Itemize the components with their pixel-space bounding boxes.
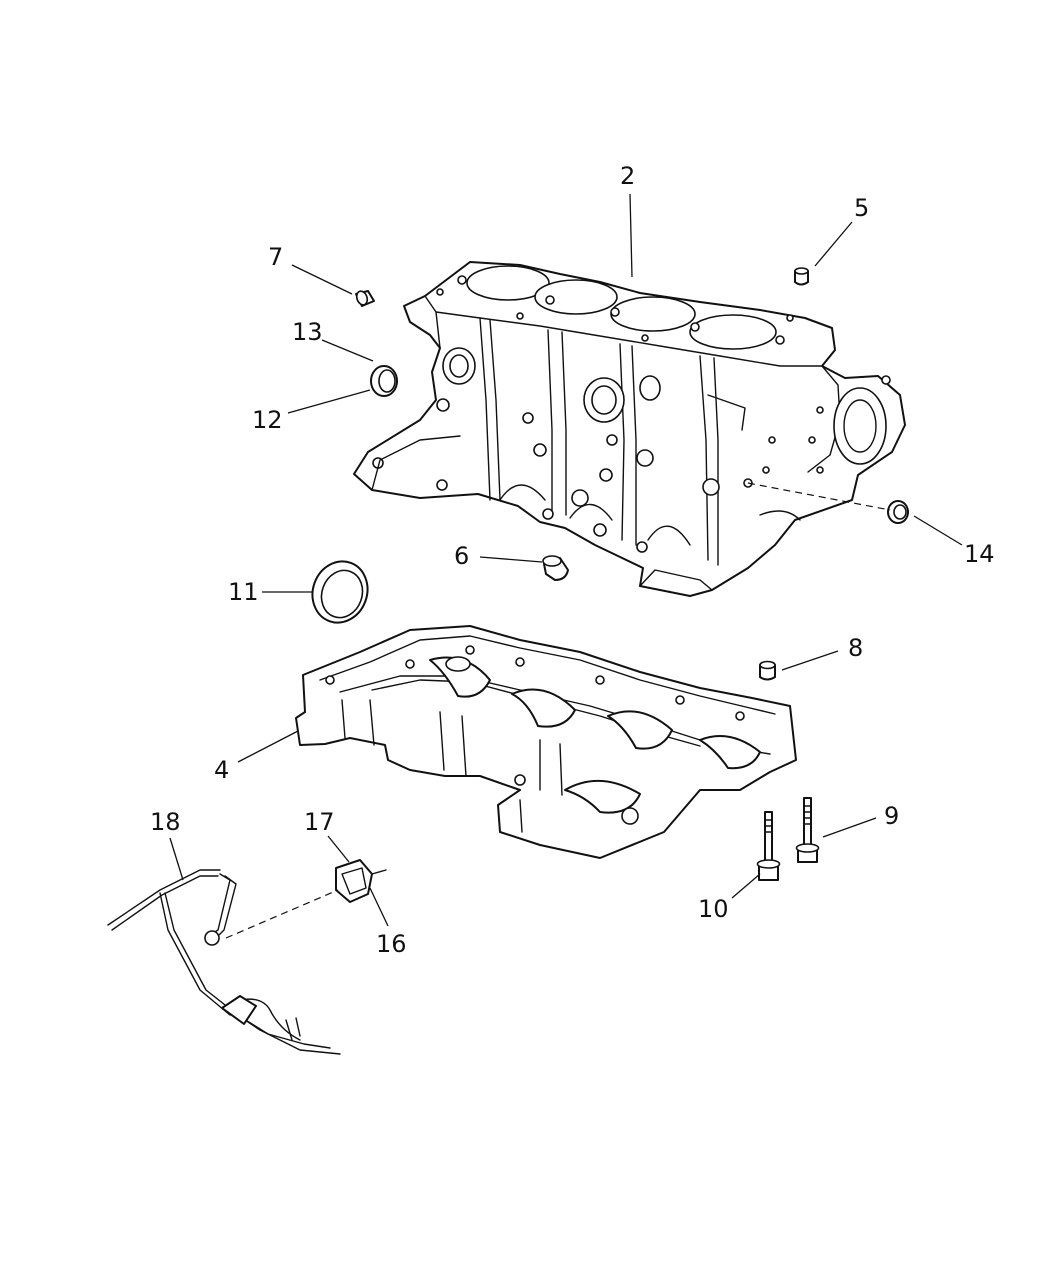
callout-11: 11 (228, 578, 259, 606)
dowel-pin-5 (794, 267, 809, 286)
callout-5: 5 (854, 194, 869, 222)
sensor-16-17 (335, 859, 387, 903)
callout-12: 12 (252, 406, 283, 434)
bolt-9 (795, 797, 820, 863)
bolt-10 (756, 811, 781, 881)
callout-4: 4 (214, 756, 229, 784)
callout-8: 8 (848, 634, 863, 662)
plug-14 (887, 500, 909, 524)
callout-17: 17 (304, 808, 335, 836)
callout-14: 14 (964, 540, 995, 568)
leader-lines (169, 193, 963, 939)
callout-16: 16 (376, 930, 407, 958)
rear-main-seal-11 (311, 560, 369, 624)
cylinder-block (353, 261, 906, 597)
dowel-pin-7 (355, 290, 375, 307)
callout-6: 6 (454, 542, 469, 570)
callout-2: 2 (620, 162, 635, 190)
callout-18: 18 (150, 808, 181, 836)
bedplate (295, 625, 797, 859)
callout-10: 10 (698, 895, 729, 923)
dowel-pin-8 (759, 660, 776, 681)
callout-7: 7 (268, 243, 283, 271)
wiring-harness-18 (107, 869, 341, 1055)
callout-labels: 2 5 7 13 12 6 14 11 8 4 9 18 17 10 16 (150, 162, 995, 958)
callout-13: 13 (292, 318, 323, 346)
seal-12-13 (370, 365, 398, 397)
callout-9: 9 (884, 802, 899, 830)
plug-6 (542, 555, 569, 581)
